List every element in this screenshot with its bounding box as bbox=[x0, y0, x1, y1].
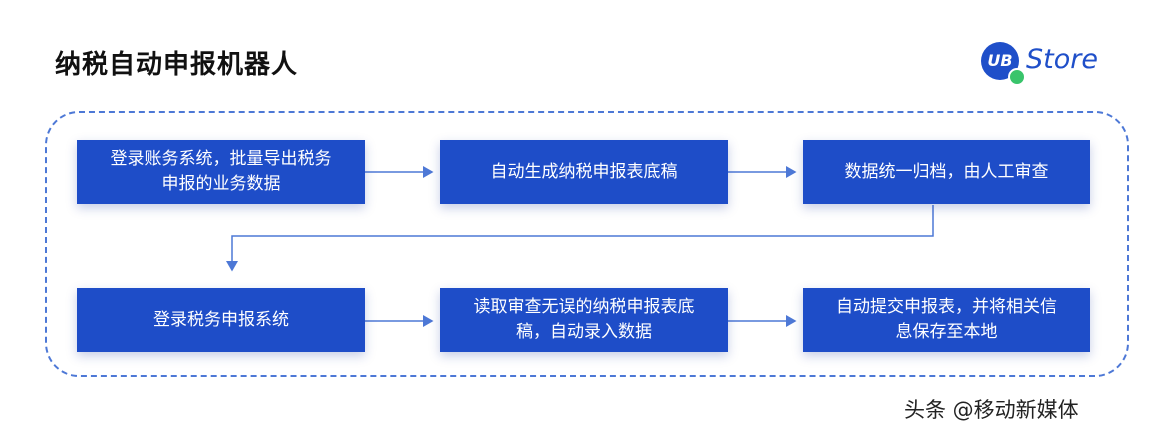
step-s3: 数据统一归档，由人工审查 bbox=[803, 140, 1090, 204]
watermark: 头条 @移动新媒体 bbox=[904, 398, 1079, 422]
logo-text: Store bbox=[1026, 44, 1098, 75]
step-s6: 自动提交申报表，并将相关信息保存至本地 bbox=[803, 288, 1090, 352]
step-s4: 登录税务申报系统 bbox=[77, 288, 365, 352]
step-s2: 自动生成纳税申报表底稿 bbox=[440, 140, 728, 204]
page-title: 纳税自动申报机器人 bbox=[55, 50, 299, 80]
process-frame bbox=[45, 111, 1129, 377]
step-s1: 登录账务系统，批量导出税务申报的业务数据 bbox=[77, 140, 365, 204]
step-s6-line2: 息保存至本地 bbox=[895, 322, 998, 342]
logo-dot-icon bbox=[1008, 68, 1026, 86]
step-s6-line1: 自动提交申报表，并将相关信 bbox=[836, 297, 1057, 317]
step-s5-line2: 稿，自动录入数据 bbox=[516, 322, 652, 342]
step-s4-line1: 登录税务申报系统 bbox=[153, 309, 289, 330]
step-s1-line2: 申报的业务数据 bbox=[161, 174, 281, 194]
step-s3-line1: 数据统一归档，由人工审查 bbox=[844, 161, 1049, 182]
arrow-s3-s4 bbox=[226, 205, 934, 272]
step-s5: 读取审查无误的纳税申报表底稿，自动录入数据 bbox=[440, 288, 728, 352]
step-s5-line1: 读取审查无误的纳税申报表底 bbox=[473, 297, 695, 317]
ubstore-logo: UB Store bbox=[981, 42, 1106, 86]
step-s1-line1: 登录账务系统，批量导出税务 bbox=[110, 149, 332, 169]
step-s2-line1: 自动生成纳税申报表底稿 bbox=[490, 161, 678, 182]
